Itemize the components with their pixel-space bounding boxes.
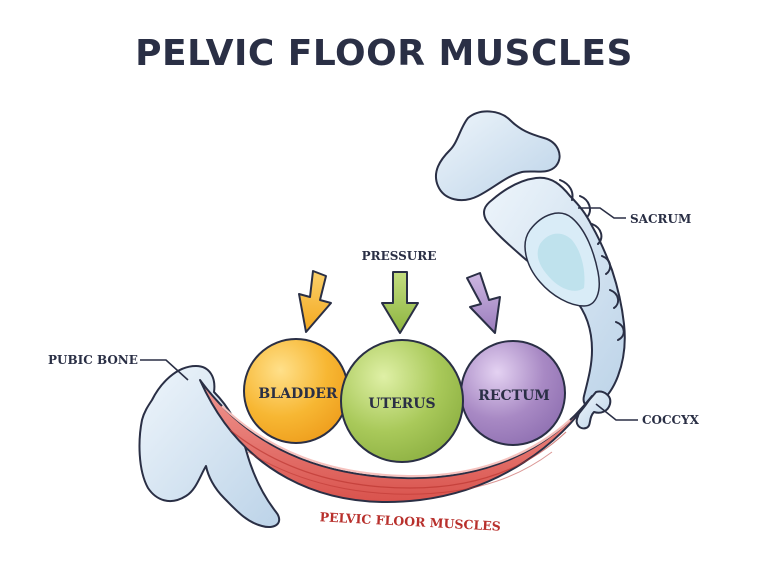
pressure-arrow-orange-icon (298, 270, 332, 333)
sacrum-coccyx-bones (434, 110, 626, 430)
pubic-bone-leader-line (140, 359, 189, 381)
uterus-label: UTERUS (368, 396, 435, 412)
page-title: PELVIC FLOOR MUSCLES (135, 33, 633, 74)
pressure-label: PRESSURE (362, 249, 437, 263)
sacrum-label: SACRUM (630, 212, 691, 226)
bladder-label: BLADDER (258, 386, 337, 402)
pressure-arrow-green-icon (381, 271, 419, 334)
sacrum-leader-line (578, 207, 626, 219)
rectum-label: RECTUM (478, 388, 550, 404)
pubic-bone (138, 365, 281, 528)
pubic-bone-label: PUBIC BONE (48, 353, 138, 367)
pressure-arrow-purple-icon (466, 272, 501, 334)
uterus-circle (340, 339, 464, 463)
coccyx-leader-line (595, 403, 638, 421)
pelvic-floor-muscle-sling (199, 379, 593, 504)
pelvic-floor-muscles-label: PELVIC FLOOR MUSCLES (319, 509, 501, 533)
coccyx-label: COCCYX (642, 413, 700, 427)
